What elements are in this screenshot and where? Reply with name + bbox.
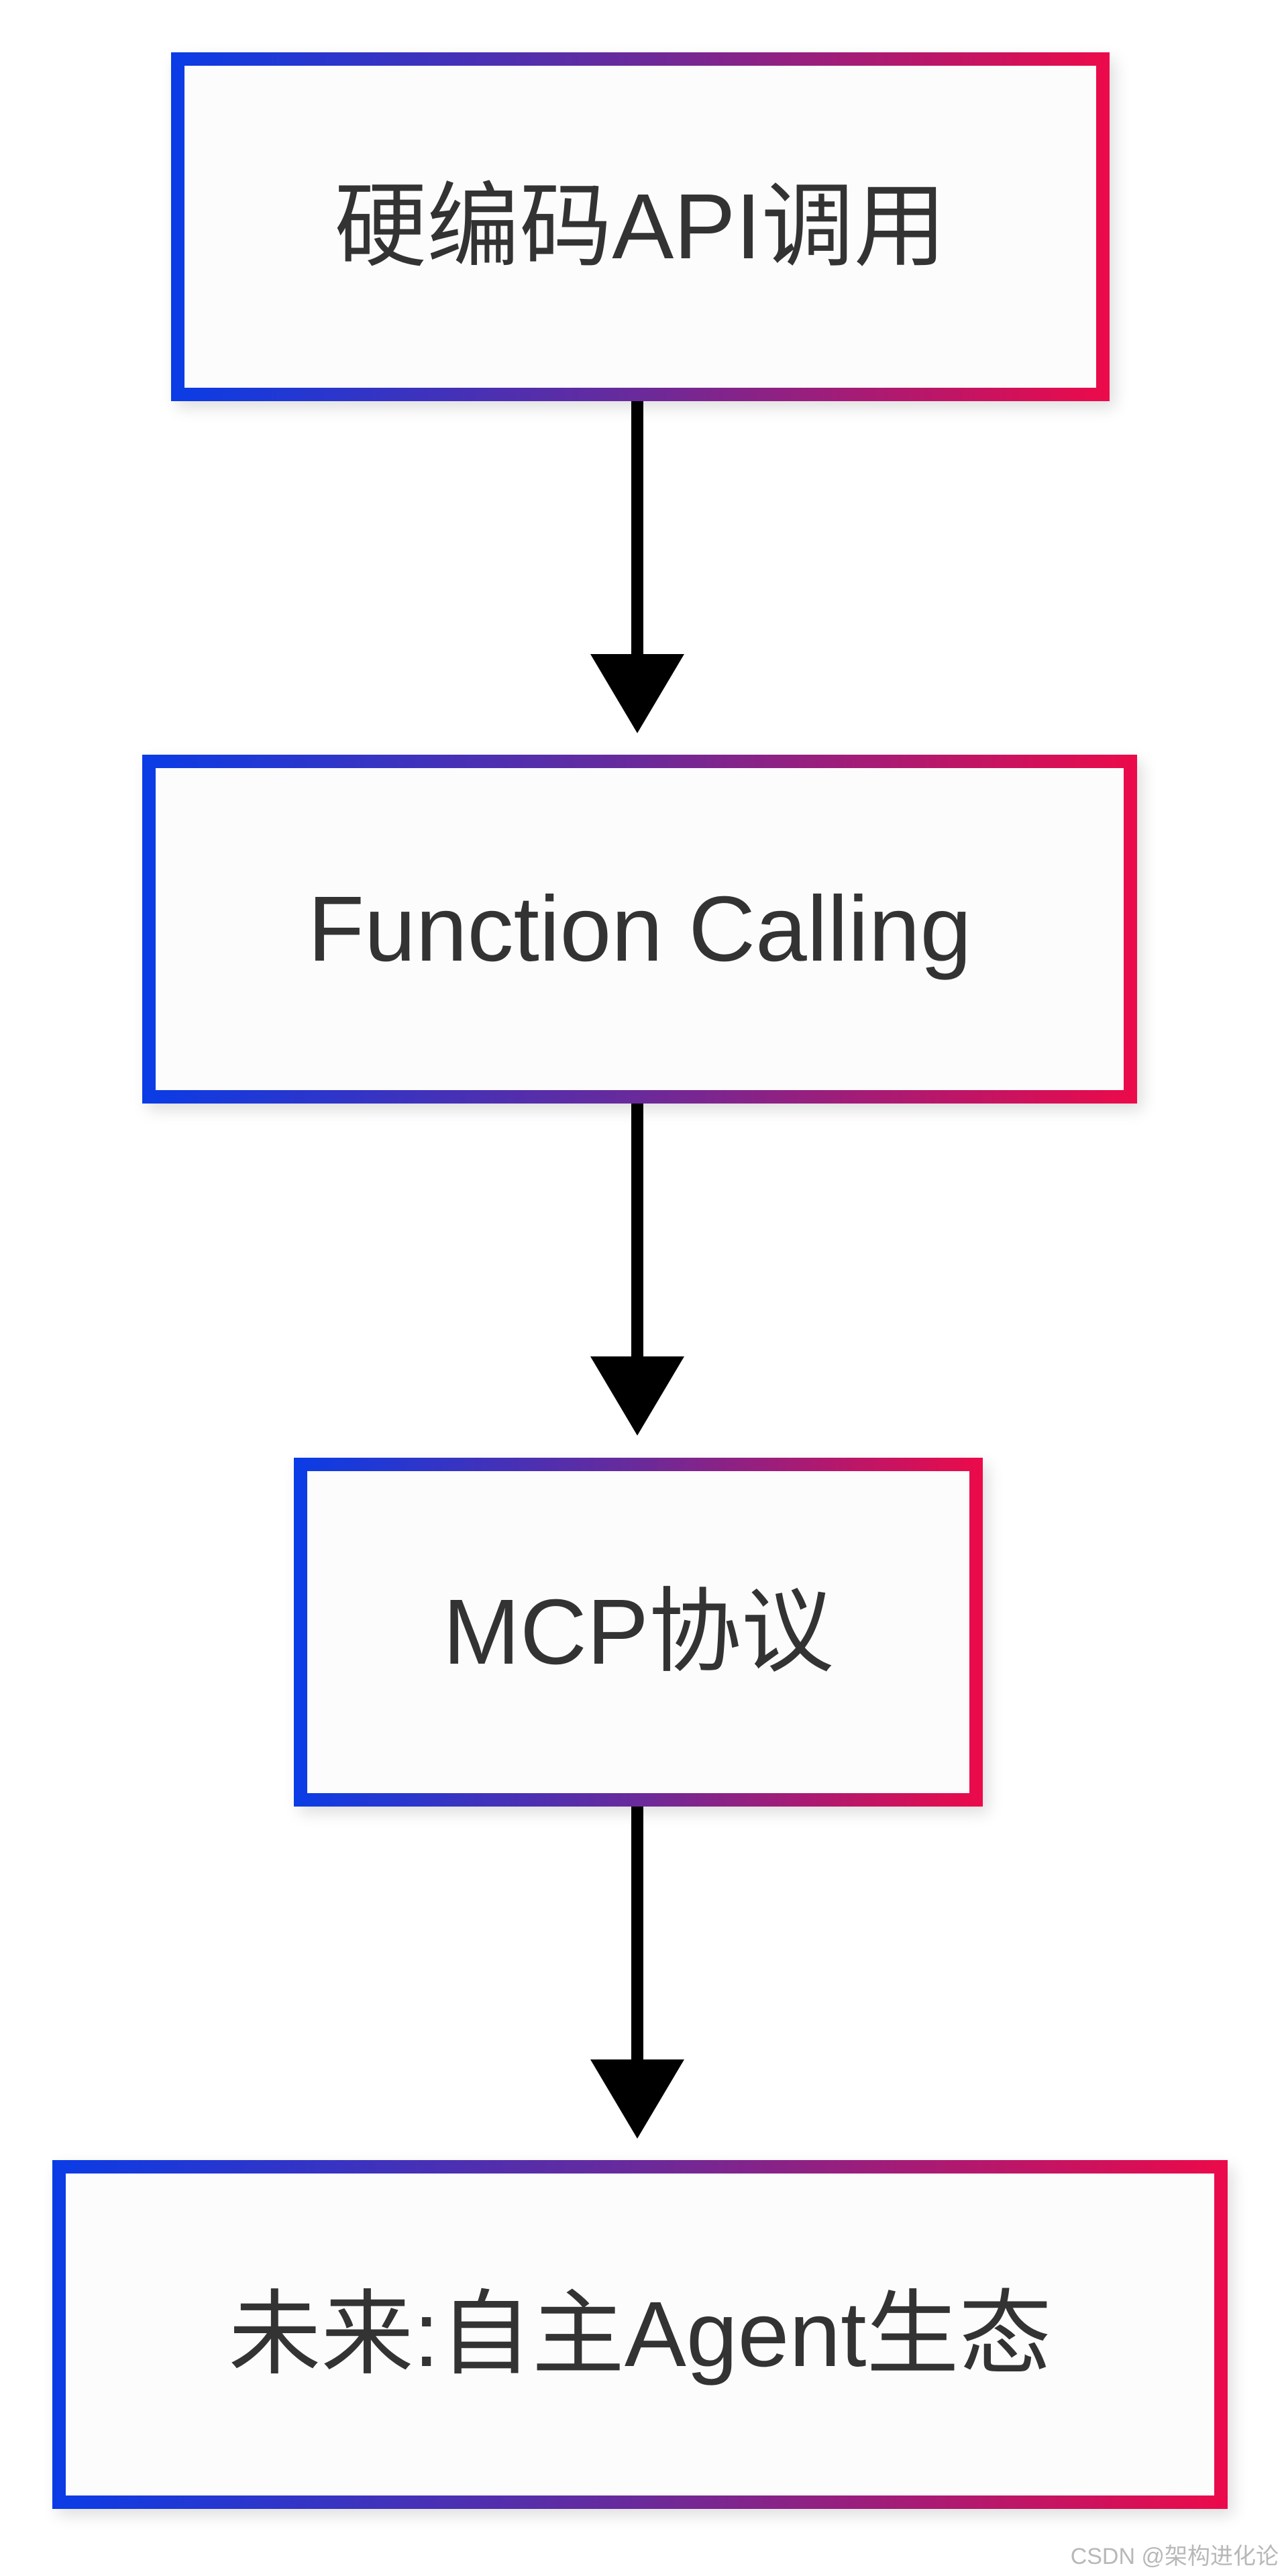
node-label: Function Calling [307,877,972,981]
node-function-calling: Function Calling [142,755,1137,1104]
node-hardcoded-api: 硬编码API调用 [171,52,1110,401]
arrow-1-head [590,654,684,733]
watermark: CSDN @架构进化论 [1070,2544,1279,2569]
node-mcp-protocol: MCP协议 [294,1458,983,1807]
node-label: 硬编码API调用 [334,175,947,278]
node-future-agent: 未来:自主Agent生态 [52,2160,1228,2509]
node-label: MCP协议 [443,1580,834,1684]
arrow-3-head [590,2059,684,2139]
arrow-2-head [590,1356,684,1436]
node-label: 未来:自主Agent生态 [228,2283,1052,2386]
